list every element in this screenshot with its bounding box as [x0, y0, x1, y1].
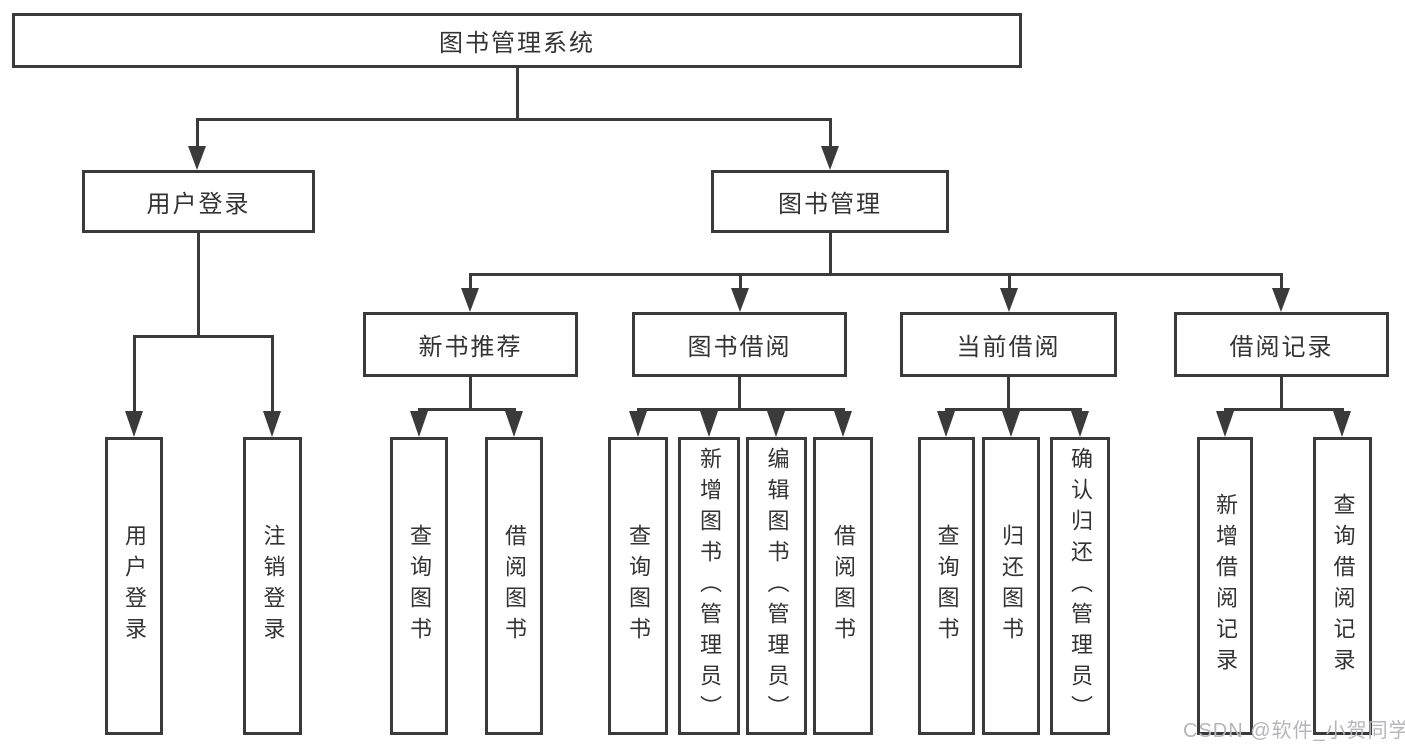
connector-drop-new-books	[468, 273, 472, 291]
leaf-user-login: 用户登录	[105, 437, 163, 735]
node-borrowing-records: 借阅记录	[1174, 312, 1389, 377]
connector-drop-leaf-login	[132, 335, 136, 413]
connector-borrow-records-bracket	[1223, 408, 1344, 411]
connector-drop-user-login	[195, 118, 199, 150]
arrowhead-bb-borrow	[834, 411, 852, 437]
arrowhead-br-query	[1333, 411, 1351, 437]
leaf-add-borrow-record: 新增借阅记录	[1197, 437, 1253, 735]
connector-current-borrowing-stem	[1007, 377, 1010, 411]
connector-current-borrowing-bracket	[944, 408, 1082, 411]
arrowhead-bb-add	[700, 411, 718, 437]
leaf-query-books-borrowing: 查询图书	[608, 437, 668, 735]
arrowhead-nb-query	[410, 411, 428, 437]
connector-borrow-records-stem	[1280, 377, 1283, 411]
arrowhead-user-login	[188, 146, 206, 170]
connector-drop-book-management	[828, 118, 832, 150]
arrowhead-book-management	[821, 146, 839, 170]
connector-new-books-bracket	[417, 408, 516, 411]
arrowhead-new-books	[461, 288, 479, 312]
connector-root-bracket	[195, 118, 832, 121]
leaf-add-book-admin: 新增图书（管理员）	[678, 437, 740, 735]
node-book-borrowing: 图书借阅	[632, 312, 847, 377]
node-user-login: 用户登录	[82, 170, 315, 233]
arrowhead-leaf-logout	[263, 411, 281, 437]
leaf-edit-book-admin: 编辑图书（管理员）	[746, 437, 807, 735]
leaf-borrow-books-recommend: 借阅图书	[485, 437, 543, 735]
connector-book-borrowing-stem	[738, 377, 741, 411]
connector-drop-leaf-logout	[270, 335, 274, 413]
connector-drop-borrow-records	[1279, 273, 1283, 291]
connector-root-stem	[515, 68, 519, 121]
node-new-book-recommendation: 新书推荐	[363, 312, 578, 377]
leaf-logout: 注销登录	[243, 437, 302, 735]
arrowhead-book-borrowing	[731, 288, 749, 312]
connector-user-login-stem	[197, 233, 200, 338]
node-current-borrowing: 当前借阅	[900, 312, 1117, 377]
leaf-return-books: 归还图书	[982, 437, 1040, 735]
connector-new-books-stem	[469, 377, 472, 411]
node-book-management: 图书管理	[711, 170, 949, 233]
arrowhead-bb-edit	[767, 411, 785, 437]
node-book-management-system: 图书管理系统	[12, 13, 1022, 68]
leaf-query-books-current: 查询图书	[918, 437, 975, 735]
arrowhead-borrow-records	[1272, 288, 1290, 312]
arrowhead-leaf-login	[125, 411, 143, 437]
arrowhead-cb-query	[937, 411, 955, 437]
connector-book-borrowing-bracket	[636, 408, 845, 411]
connector-book-mgmt-bracket	[468, 273, 1283, 276]
arrowhead-nb-borrow	[505, 411, 523, 437]
arrowhead-br-add	[1216, 411, 1234, 437]
connector-book-mgmt-stem	[828, 233, 832, 276]
arrowhead-cb-return	[1002, 411, 1020, 437]
connector-drop-current-borrowing	[1007, 273, 1011, 291]
leaf-confirm-return-admin: 确认归还（管理员）	[1050, 437, 1110, 735]
csdn-watermark: CSDN @软件_小贺同学	[1183, 720, 1405, 742]
connector-user-login-bracket	[132, 335, 274, 338]
leaf-borrow-books-borrowing: 借阅图书	[813, 437, 873, 735]
leaf-query-borrow-record: 查询借阅记录	[1313, 437, 1372, 735]
arrowhead-cb-confirm	[1071, 411, 1089, 437]
connector-drop-book-borrowing	[738, 273, 742, 291]
arrowhead-current-borrowing	[1000, 288, 1018, 312]
arrowhead-bb-query	[629, 411, 647, 437]
leaf-query-books-recommend: 查询图书	[390, 437, 448, 735]
